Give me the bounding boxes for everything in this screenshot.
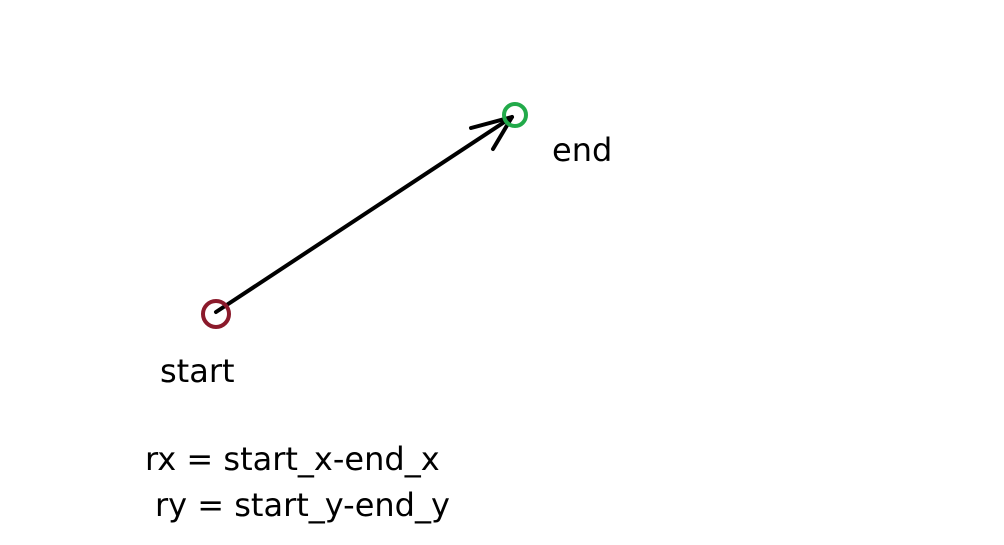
rx-formula: rx = start_x-end_x [145, 440, 440, 478]
arrow-head [469, 115, 514, 151]
end-label: end [552, 131, 613, 169]
ry-formula: ry = start_y-end_y [155, 486, 450, 524]
arrow-shaft [214, 115, 514, 314]
start-label: start [160, 352, 235, 390]
start-point-circle [201, 299, 231, 329]
end-point-circle [502, 102, 528, 128]
